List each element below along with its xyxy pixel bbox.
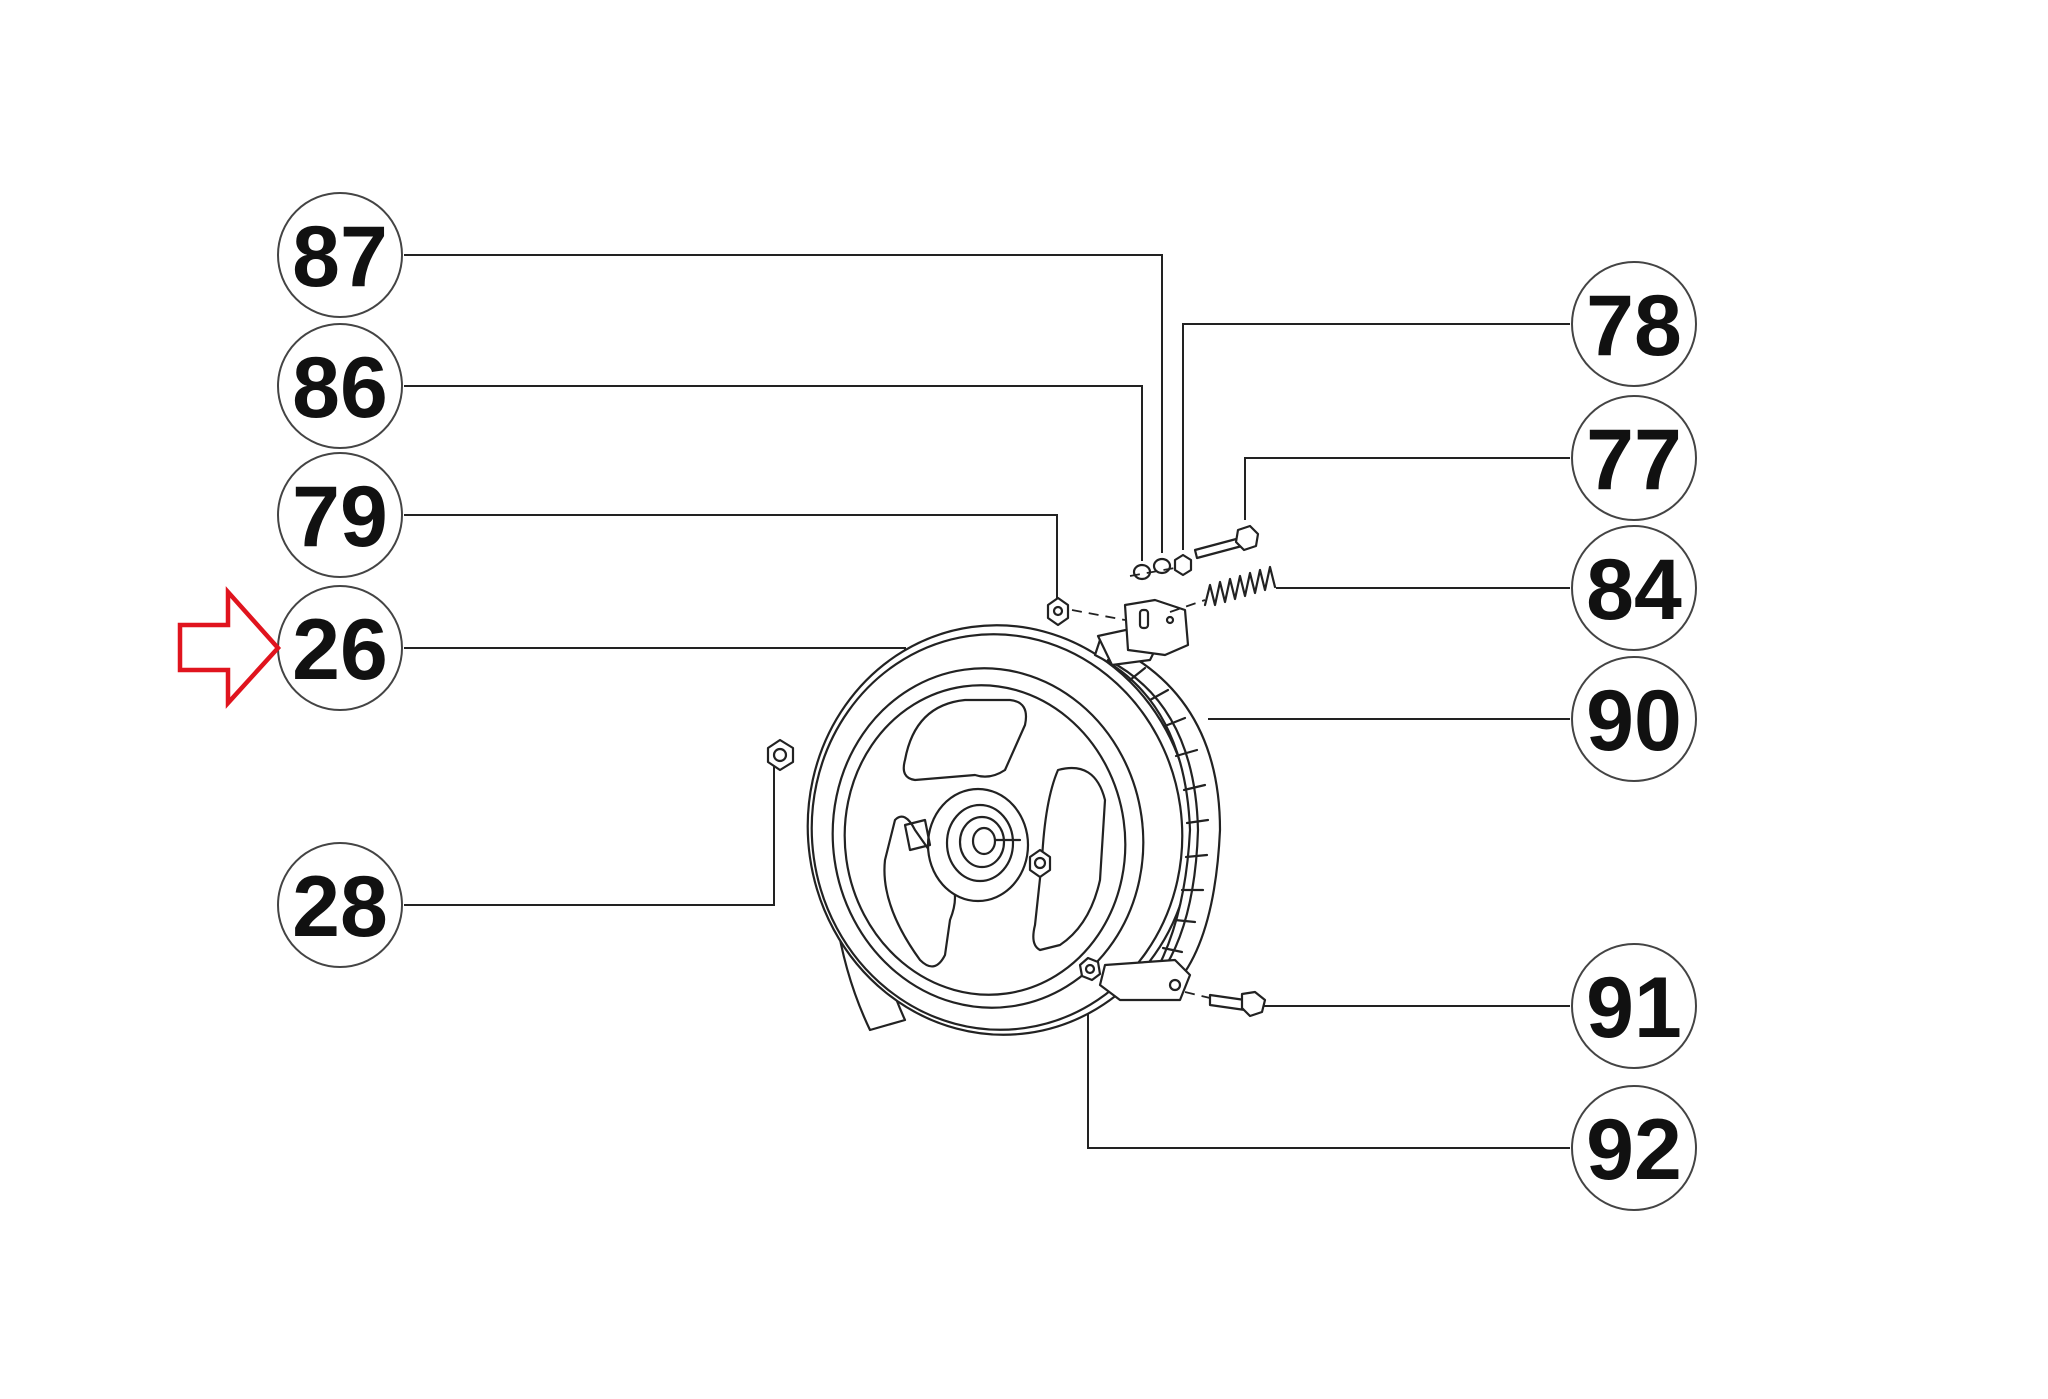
callout-84[interactable]: 84 [1571,525,1697,651]
plate-hole [1165,615,1175,625]
leader-77 [1244,457,1570,520]
callout-84-label: 84 [1586,542,1682,638]
leader-92 [1087,970,1570,1149]
rear-bolt [903,818,932,852]
leader-26 [404,647,906,650]
brake-band-drawing [1093,598,1222,1002]
hub-nut [1028,848,1052,879]
bolt-91-axis [1184,991,1211,999]
band-segment [1173,918,1197,924]
band-segment [1184,853,1209,859]
band-segment [1161,946,1184,954]
bolt-91 [1208,993,1247,1012]
bolt-nut-lower [1078,956,1267,1018]
bolt-77-head [1234,524,1260,552]
highlight-arrow-icon [177,586,282,709]
band-bottom-hole [1168,978,1182,992]
bolt-spring [1169,524,1277,613]
callout-79[interactable]: 79 [277,452,403,578]
band-segment [1182,783,1207,792]
bolt-77 [1193,536,1244,560]
plate-slot [1138,608,1150,630]
brake-band-inner-edge [1106,658,1200,977]
leader-28 [404,765,775,906]
callout-90-label: 90 [1586,673,1682,769]
band-segment [1185,818,1210,825]
band-segment [1128,666,1147,682]
bolt-91-head [1240,990,1267,1018]
callout-79-circle [277,452,403,578]
hub-nut-hole [1033,856,1047,870]
nut-axis [1129,567,1176,577]
callout-86-label: 86 [292,340,388,436]
nut-28-hole [772,747,788,763]
leader-87 [404,254,1163,553]
nut-78 [1173,553,1193,577]
callout-91-label: 91 [1586,960,1682,1056]
callout-78-label: 78 [1586,278,1682,374]
callout-84-circle [1571,525,1697,651]
callout-87[interactable]: 87 [277,192,403,318]
hub-bearing-inner [958,815,1006,869]
spoke-window-top [902,698,1028,782]
callout-78-circle [1571,261,1697,387]
callout-87-label: 87 [292,209,388,305]
callout-91-circle [1571,943,1697,1069]
nut-79-hole [1052,605,1064,617]
nut-79 [1046,596,1070,627]
callout-77-label: 77 [1586,412,1682,508]
leader-78 [1182,323,1570,550]
band-segment [1163,716,1187,728]
hardware-nuts [1046,553,1193,627]
callout-90-circle [1571,656,1697,782]
callout-86[interactable]: 86 [277,323,403,449]
tire-tread-edge [810,633,1184,1031]
nut-92-hole [1084,963,1096,975]
callout-87-circle [277,192,403,318]
rim-outer [831,667,1145,1009]
callout-92-label: 92 [1586,1102,1682,1198]
rim-inner [843,684,1127,996]
wheel-drawing [806,624,1194,1036]
callout-92[interactable]: 92 [1571,1085,1697,1211]
spoke-window-right [1032,766,1107,952]
band-bottom-bracket [1098,958,1192,1002]
callout-91[interactable]: 91 [1571,943,1697,1069]
callout-28-label: 28 [292,859,388,955]
callout-26[interactable]: 26 [277,585,403,711]
callout-77-circle [1571,395,1697,521]
callout-86-circle [277,323,403,449]
band-segment [1174,748,1199,758]
leader-79 [404,514,1058,600]
callout-78[interactable]: 78 [1571,261,1697,387]
nut-92 [1078,956,1102,982]
hub-bearing [945,803,1015,883]
spring-axis [1169,599,1206,613]
leader-86 [404,385,1143,561]
callout-26-label: 26 [292,602,388,698]
spring-84 [1203,565,1277,607]
callout-77[interactable]: 77 [1571,395,1697,521]
nut-28 [766,738,795,772]
leader-lines [404,254,1570,1149]
callout-28-circle [277,842,403,968]
nut-28-drawing [766,738,795,772]
band-segment [1148,688,1170,702]
callout-79-label: 79 [292,469,388,565]
nut-79-axis [1071,609,1126,621]
callout-28[interactable]: 28 [277,842,403,968]
callout-92-circle [1571,1085,1697,1211]
callout-90[interactable]: 90 [1571,656,1697,782]
